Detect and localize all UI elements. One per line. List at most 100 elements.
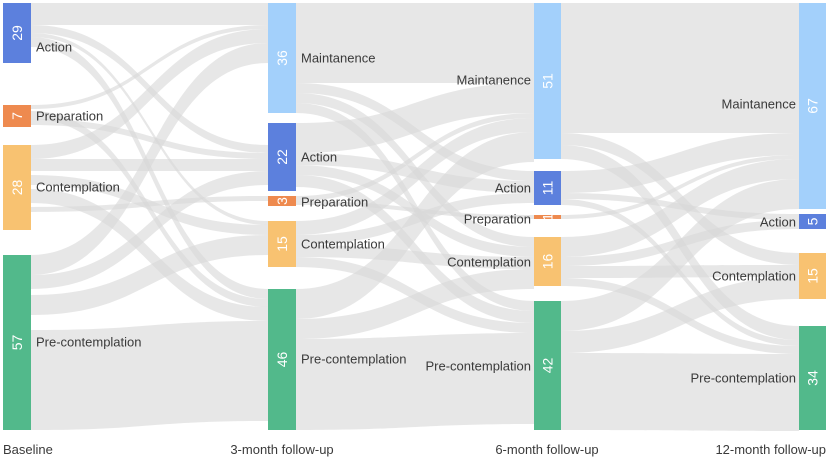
node-bar-m3_precontemp [268,289,296,430]
node-label-m6_prep: Preparation [464,212,531,227]
node-value-m6_prep: 1 [540,213,556,221]
node-m12_contemp[interactable]: 15 Contemplation [712,253,826,299]
flow-link-b_prep-to-m3_action [31,119,268,159]
flow-link-m6_precontemp-to-m12_maint [561,179,799,331]
node-label-m3_precontemp: Pre-contemplation [301,352,407,367]
flow-link-m6_maint-to-m12_maint [561,3,799,133]
node-m12_action[interactable]: 5 Action [760,214,826,230]
node-bar-b_contemp [3,145,31,230]
stage-label-0: Baseline [3,442,53,457]
node-value-m6_action: 11 [540,181,556,196]
node-value-m6_contemp: 16 [540,254,556,270]
flow-link-m3_contemp-to-m6_contemp [296,245,534,269]
node-label-m6_maint: Maintanence [457,73,531,88]
flow-link-m3_prep-to-m6_maint [296,113,534,201]
node-label-m6_precontemp: Pre-contemplation [426,359,532,374]
flow-link-m6_contemp-to-m12_contemp [561,265,799,278]
node-bar-m3_contemp [268,221,296,267]
node-m3_contemp[interactable]: 15 Contemplation [268,221,385,267]
node-b_precontemp[interactable]: 57 Pre-contemplation [3,255,142,430]
node-b_prep[interactable]: 7 Preparation [3,105,103,127]
flow-link-m6_action-to-m12_maint [561,133,799,193]
flow-link-m3_contemp-to-m6_maint [296,118,534,235]
flow-link-b_contemp-to-m3_maint [31,29,268,159]
node-m3_prep[interactable]: 3 Preparation [268,195,368,210]
flow-link-b_prep-to-m3_maint [31,25,268,109]
node-bar-m6_maint [534,3,561,159]
node-bar-b_precontemp [3,255,31,430]
flow-link-m3_precontemp-to-m6_maint [296,132,534,319]
node-value-b_contemp: 28 [9,180,25,196]
flow-link-m3_precontemp-to-m6_precontemp [296,333,534,430]
node-m12_precontemp[interactable]: 34 Pre-contemplation [691,326,827,430]
node-label-m3_contemp: Contemplation [301,237,385,252]
node-value-m3_action: 22 [274,149,290,165]
node-label-m3_prep: Preparation [301,195,368,210]
flow-link-m3_action-to-m6_precontemp [296,175,534,323]
node-label-b_prep: Preparation [36,109,103,124]
stage-label-2: 6-month follow-up [495,442,598,457]
flow-link-m3_precontemp-to-m6_contemp [296,269,534,339]
node-m12_maint[interactable]: 67 Maintanence [722,3,826,209]
node-value-m3_precontemp: 46 [274,352,290,368]
node-bar-m3_maint [268,3,296,113]
node-label-b_precontemp: Pre-contemplation [36,335,142,350]
flow-link-b_action-to-m3_maint [31,3,268,25]
flow-link-b_precontemp-to-m3_action [31,171,268,289]
node-label-m6_contemp: Contemplation [447,255,531,270]
node-value-m3_contemp: 15 [274,236,290,252]
flow-link-m3_action-to-m6_maint [296,83,534,153]
flow-link-m3_maint-to-m6_maint [296,3,534,83]
node-bar-m6_precontemp [534,301,561,430]
node-m3_action[interactable]: 22 Action [268,123,337,191]
node-m6_prep[interactable]: 1 Preparation [464,212,561,227]
node-value-m12_maint: 67 [805,98,821,114]
node-bar-m3_action [268,123,296,191]
flow-link-b_action-to-m3_contemp [31,33,268,225]
flow-link-m6_contemp-to-m12_maint [561,159,799,257]
node-label-m12_precontemp: Pre-contemplation [691,371,797,386]
node-label-m3_maint: Maintanence [301,51,375,66]
node-bar-m3_prep [268,196,296,206]
node-bar-m12_maint [799,3,826,209]
node-label-m12_maint: Maintanence [722,97,796,112]
node-value-m12_contemp: 15 [805,268,821,284]
node-bar-m12_action [799,214,826,229]
node-bar-m12_contemp [799,253,826,299]
stage-label-1: 3-month follow-up [230,442,333,457]
node-label-m12_action: Action [760,215,796,230]
flow-link-b_precontemp-to-m3_contemp [31,235,268,315]
flow-link-m6_precontemp-to-m12_contemp [561,277,799,353]
node-label-m3_action: Action [301,150,337,165]
node-label-m12_contemp: Contemplation [712,269,796,284]
node-value-m12_action: 5 [805,217,821,225]
flow-link-b_precontemp-to-m3_maint [31,43,268,275]
node-bar-m6_contemp [534,237,561,286]
stage-labels: Baseline 3-month follow-up 6-month follow-… [3,442,826,457]
node-bar-m6_prep [534,215,561,219]
node-value-b_prep: 7 [9,112,25,120]
flow-link-m6_precontemp-to-m12_precontemp [561,353,799,431]
flow-link-b_precontemp-to-m3_precontemp [31,321,268,430]
node-value-m3_prep: 3 [274,197,290,205]
flow-link-m6_prep-to-m12_maint [561,155,799,219]
node-m6_contemp[interactable]: 16 Contemplation [447,237,561,286]
flow-links [31,3,799,431]
flow-link-b_contemp-to-m3_precontemp [31,189,268,321]
node-label-b_action: Action [36,40,72,55]
node-value-m12_precontemp: 34 [805,370,821,386]
node-value-b_action: 29 [9,25,25,41]
node-bar-b_prep [3,105,31,127]
node-m3_precontemp[interactable]: 46 Pre-contemplation [268,289,407,430]
node-value-b_precontemp: 57 [9,335,25,351]
node-bar-m12_precontemp [799,326,826,430]
